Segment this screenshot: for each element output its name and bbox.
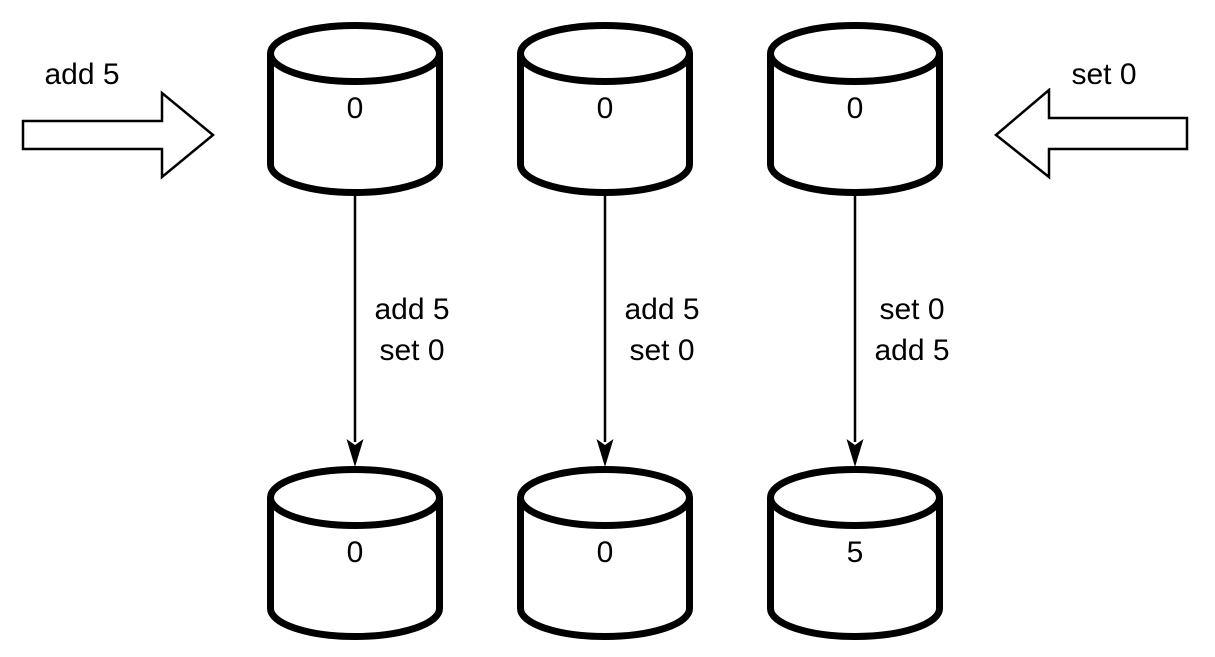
replica-2-final-value: 0 bbox=[596, 536, 614, 569]
replica-2-initial-value: 0 bbox=[596, 92, 614, 125]
replica-3-ops-label: set 0 add 5 bbox=[852, 289, 972, 371]
replica-3-final-db-icon bbox=[767, 466, 943, 640]
replica-1-final-db-icon bbox=[267, 466, 443, 640]
replica-1-initial-value: 0 bbox=[346, 92, 364, 125]
replica-3-op-1: set 0 bbox=[879, 293, 945, 326]
replica-2-op-1: add 5 bbox=[624, 293, 700, 326]
replica-1-op-2: set 0 bbox=[379, 334, 445, 367]
replica-3-ops-arrow-icon bbox=[846, 192, 864, 467]
block-arrow-left-icon bbox=[994, 88, 1189, 180]
replica-1-op-1: add 5 bbox=[374, 293, 450, 326]
replica-1-ops-label: add 5 set 0 bbox=[352, 289, 472, 371]
replica-3-initial-db-icon bbox=[767, 22, 943, 196]
block-arrow-right-icon bbox=[21, 90, 215, 180]
replica-2-ops-arrow-icon bbox=[596, 192, 614, 467]
replica-2-ops-label: add 5 set 0 bbox=[602, 289, 722, 371]
replica-3-final-value: 5 bbox=[846, 536, 864, 569]
replica-1-final-value: 0 bbox=[346, 536, 364, 569]
left-arrow-label: add 5 bbox=[44, 58, 120, 91]
replica-3-initial-value: 0 bbox=[846, 92, 864, 125]
right-arrow-label: set 0 bbox=[1071, 58, 1137, 91]
replica-1-ops-arrow-icon bbox=[346, 192, 364, 467]
replica-2-initial-db-icon bbox=[517, 22, 693, 196]
replica-3-op-2: add 5 bbox=[874, 334, 950, 367]
replica-2-final-db-icon bbox=[517, 466, 693, 640]
replica-2-op-2: set 0 bbox=[629, 334, 695, 367]
